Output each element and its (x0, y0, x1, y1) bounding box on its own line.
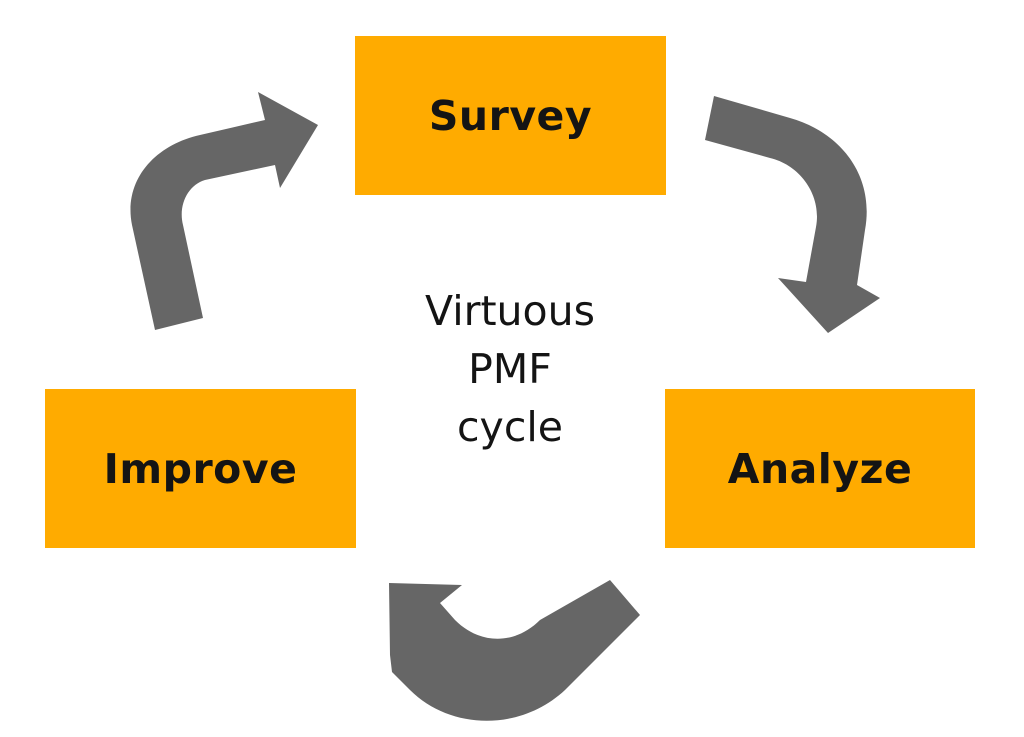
center-line-2: PMF (468, 345, 552, 393)
improve-label: Improve (103, 444, 298, 493)
improve-box: Improve (45, 389, 356, 548)
analyze-label: Analyze (727, 444, 913, 493)
survey-label: Survey (428, 91, 593, 140)
arrow-survey-to-analyze (705, 96, 880, 333)
arrow-analyze-to-improve (389, 580, 640, 721)
center-line-1: Virtuous (425, 287, 595, 335)
analyze-box: Analyze (665, 389, 975, 548)
arrow-improve-to-survey (130, 92, 318, 330)
survey-box: Survey (355, 36, 666, 195)
center-line-3: cycle (457, 403, 563, 451)
cycle-center-label: Virtuous PMF cycle (360, 282, 660, 456)
